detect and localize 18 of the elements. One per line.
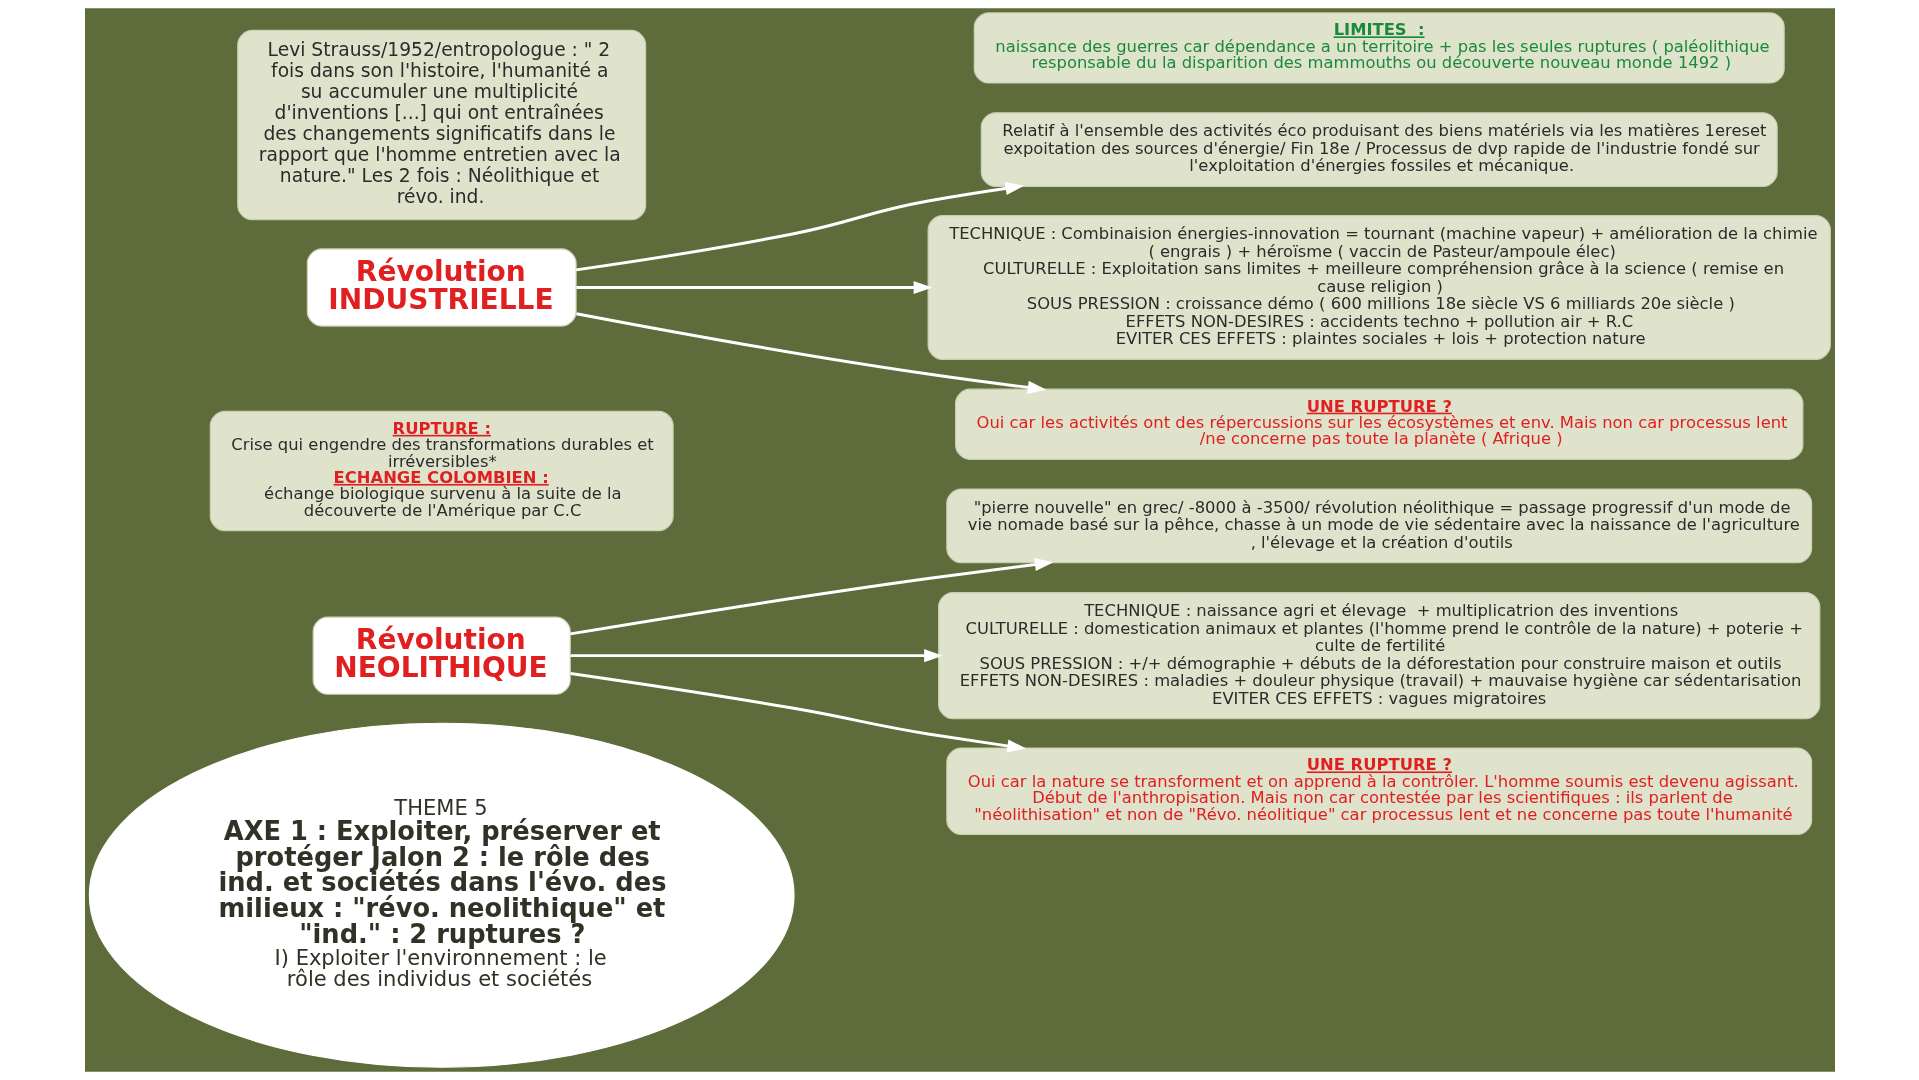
node-box: LIMITES : naissance des guerres car dépendance a un territoire + pas les seules ruptures ( paléolithique responsable du la disparition des mammouths ou découverte nouveau monde 1492 ) xyxy=(973,12,1785,84)
node-box: TECHNIQUE : Combinaision énergies-innovation = tournant (machine vapeur) + amélioration de la chimie ( engrais ) + héroïsme ( vaccin de Pasteur/ampoule élec) CULTURELLE : Exploitation sans limites + meilleure compréhension grâce à la science ( remise en cause religion ) SOUS PRESSION : croissance démo ( 600 millions 18e siècle VS 6 milliards 20e siècle ) EFFETS NON-DESIRES : accidents techno + pollution air + R.C EVITER CES EFFETS : plaintes sociales + lois + protection nature xyxy=(927,215,1831,360)
node-box: TECHNIQUE : naissance agri et élevage + multiplicatrion des inventions CULTURELLE : domestication animaux et plantes (l'homme prend le contrôle de la nature) + poterie + culte de fertilité SOUS PRESSION : +/+ démographie + débuts de la déforestation pour construire maison et outils EFFETS NON-DESIRES : maladies + douleur physique (travail) + mauvaise hygiène car sédentarisation EVITER CES EFFETS : vagues migratoires xyxy=(937,591,1820,720)
arrow xyxy=(569,672,1026,753)
arrow xyxy=(575,280,932,295)
node-box: Levi Strauss/1952/entropologue : " 2 fois dans son l'histoire, l'humanité a su accumuler une multiplicité d'inventions [...] qui ont entraînées des changements significatifs dans le rapport que l'homme entretien avec la nature." Les 2 fois : Néolithique et révo. ind. xyxy=(236,29,646,221)
arrow xyxy=(569,558,1054,636)
node-box: RUPTURE : Crise qui engendre des transformations durables et irréversibles* ECHANGE COLOMBIEN : échange biologique survenu à la suite de la découverte de l'Amérique par C.C xyxy=(209,410,674,532)
node-ellipse: THEME 5 AXE 1 : Exploiter, préserver et protéger Jalon 2 : le rôle des ind. et sociétés dans l'évo. des milieux : "révo. neolithique" et "ind." : 2 ruptures ? I) Exploiter l'environnement : le rôle des individus et sociétés xyxy=(88,722,795,1068)
node-box: Révolution INDUSTRIELLE xyxy=(306,248,577,327)
arrow xyxy=(569,649,943,663)
node-box: UNE RUPTURE ? Oui car la nature se transforment et on apprend à la contrôler. L'homme soumis est devenu agissant. Début de l'anthropisation. Mais non car contestée par les scientifiques : ils parlent de "néolithisation" et non de "Révo. néolitique" car processus lent et ne concerne pas toute l'humanité xyxy=(945,747,1812,836)
arrow xyxy=(575,182,1024,272)
node-box: "pierre nouvelle" en grec/ -8000 à -3500/ révolution néolithique = passage progressif d'un mode de vie nomade basé sur la pêhce, chasse à un mode de vie sédentaire avec la naissance de l'agriculture , l'élevage et la création d'outils xyxy=(945,488,1812,564)
arrow xyxy=(575,312,1046,394)
node-box: Révolution NEOLITHIQUE xyxy=(312,616,571,695)
node-box: UNE RUPTURE ? Oui car les activités ont des répercussions sur les écosystèmes et env. Mais non car processus lent /ne concerne pas toute la planète ( Afrique ) xyxy=(954,388,1803,460)
node-box: Relatif à l'ensemble des activités éco produisant des biens matériels via les matières 1ereset expoitation des sources d'énergie/ Fin 18e / Processus de dvp rapide de l'industrie fondé sur l'exploitation d'énergies fossiles et mécanique. xyxy=(980,112,1778,188)
